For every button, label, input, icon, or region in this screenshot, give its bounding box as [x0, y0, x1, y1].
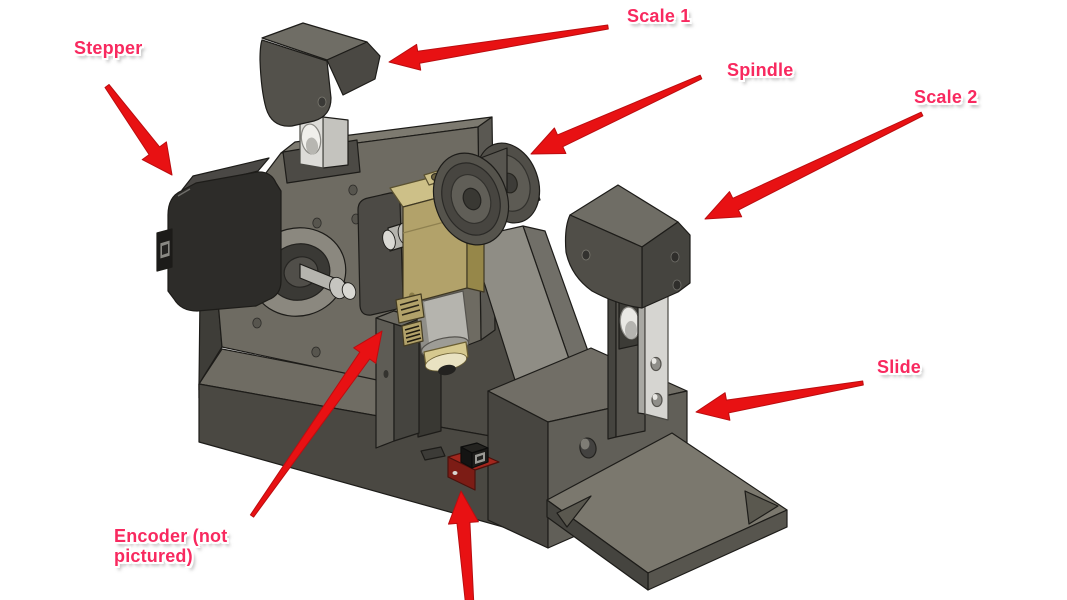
label-slide: Slide — [877, 357, 922, 377]
spindle-pulley — [421, 134, 550, 255]
slide-platform — [547, 433, 787, 590]
scale-1-read-head — [260, 23, 380, 126]
label-encoder: Encoder (not pictured) — [114, 526, 228, 567]
scale-2-read-head — [566, 185, 691, 308]
label-stepper: Stepper — [74, 38, 143, 58]
scale-2-mount — [608, 280, 668, 439]
encoder-pcb — [448, 443, 499, 490]
scale-1-mount — [283, 117, 360, 183]
encoder-motor — [416, 291, 470, 376]
coupler-cover — [358, 193, 403, 315]
encoder-connector — [396, 294, 424, 346]
label-scale-1: Scale 1 — [627, 6, 691, 26]
label-spindle: Spindle — [727, 60, 794, 80]
stepper-motor — [157, 158, 281, 311]
stepper-shaft — [300, 264, 358, 301]
base-slot — [421, 447, 445, 460]
pcb-usb-connector — [461, 443, 488, 468]
label-scale-2: Scale 2 — [914, 87, 978, 107]
